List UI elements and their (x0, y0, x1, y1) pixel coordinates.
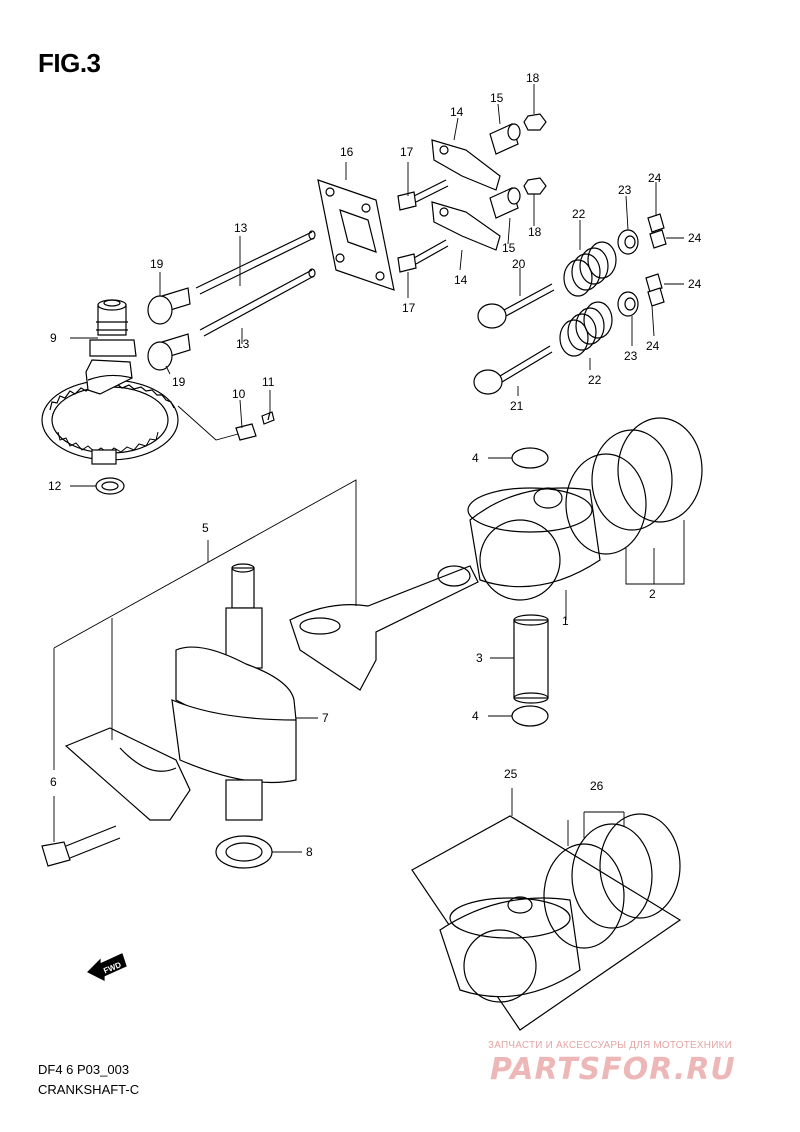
callout-20: 20 (512, 257, 526, 271)
callout-22-lower: 22 (588, 373, 602, 387)
callout-22-upper: 22 (572, 207, 586, 221)
piston-set-piston (439, 896, 581, 1003)
circlip-upper (511, 447, 549, 469)
callout-25: 25 (504, 767, 518, 781)
watermark-subtitle: ЗАПЧАСТИ И АКСЕССУАРЫ ДЛЯ МОТОТЕХНИКИ (488, 1040, 733, 1051)
valve-upper (477, 283, 555, 329)
fwd-arrow-icon (86, 953, 127, 981)
lock-nut-lower (523, 177, 547, 195)
callout-24-a: 24 (648, 171, 662, 185)
valve-spring-lower (559, 301, 613, 357)
thrust-washer-8 (215, 835, 273, 869)
adjuster-pivot-lower (489, 187, 521, 219)
spring-retainer-upper (617, 229, 639, 255)
callout-18-upper: 18 (526, 71, 540, 85)
leader-lines (53, 84, 685, 853)
callout-13-lower: 13 (236, 337, 250, 351)
valve-keepers-upper (647, 213, 667, 249)
valve-lifter-upper (147, 287, 191, 325)
screw (261, 411, 275, 425)
connecting-rod (289, 565, 479, 691)
camshaft-gear (41, 379, 179, 465)
spring-retainer-lower (617, 291, 639, 317)
connecting-rod-cap (64, 727, 191, 821)
rocker-arm-upper (431, 139, 501, 191)
crankshaft (171, 563, 297, 821)
push-rod-lower (199, 268, 316, 337)
rocker-stud-upper (397, 179, 449, 211)
callout-4-lower: 4 (472, 709, 479, 723)
callout-11: 11 (262, 375, 275, 389)
valve-keepers-lower (645, 273, 665, 307)
circlip-lower (511, 705, 549, 727)
callout-6: 6 (50, 775, 57, 789)
rod-bolt (41, 825, 121, 867)
valve-lower (473, 345, 553, 395)
callout-9: 9 (50, 331, 57, 345)
callout-labels: 1 2 3 4 4 5 6 7 8 9 10 11 12 13 13 14 14… (48, 71, 702, 975)
callout-23-upper: 23 (618, 183, 632, 197)
callout-7: 7 (322, 711, 329, 725)
callout-21: 21 (510, 399, 524, 413)
callout-15-upper: 15 (490, 91, 504, 105)
callout-3: 3 (476, 651, 483, 665)
push-rod-upper (195, 230, 316, 295)
callout-2: 2 (649, 587, 656, 601)
callout-24-d: 24 (646, 339, 660, 353)
lock-nut-upper (523, 113, 547, 131)
thrust-washer-12 (95, 477, 125, 495)
rocker-stud-lower (397, 239, 449, 273)
callout-23-lower: 23 (624, 349, 638, 363)
callout-1: 1 (562, 614, 569, 628)
callout-17-lower: 17 (402, 301, 416, 315)
piston (467, 487, 601, 601)
callout-16: 16 (340, 145, 354, 159)
callout-15-lower: 15 (502, 241, 516, 255)
callout-19-lower: 19 (172, 375, 186, 389)
callout-24-b: 24 (688, 231, 702, 245)
clip (235, 423, 257, 441)
callout-24-c: 24 (688, 277, 702, 291)
callout-26: 26 (590, 779, 604, 793)
callout-13-upper: 13 (234, 221, 248, 235)
callout-8: 8 (306, 845, 313, 859)
adjuster-pivot-upper (489, 123, 521, 155)
callout-5: 5 (202, 521, 209, 535)
figure-title: FIG.3 (38, 48, 101, 78)
callout-14-lower: 14 (454, 273, 468, 287)
valve-lifter-lower (147, 333, 191, 371)
callout-12: 12 (48, 479, 62, 493)
cover-gasket (317, 179, 395, 291)
camshaft (85, 299, 137, 395)
callout-10: 10 (232, 387, 246, 401)
figure-code: DF4 6 P03_003 (38, 1062, 130, 1077)
callout-18-lower: 18 (528, 225, 542, 239)
callout-14-upper: 14 (450, 105, 464, 119)
valve-spring-upper (563, 241, 617, 297)
callout-4-upper: 4 (472, 451, 479, 465)
watermark-logo: PARTSFOR.RU (490, 1052, 736, 1087)
callout-17-upper: 17 (400, 145, 414, 159)
piston-pin (513, 614, 549, 704)
callout-19-upper: 19 (150, 257, 164, 271)
figure-name: CRANKSHAFT-C (38, 1082, 140, 1097)
piston-rings (565, 417, 703, 555)
rocker-arm-lower (431, 201, 501, 251)
piston-set-rings (543, 813, 681, 949)
